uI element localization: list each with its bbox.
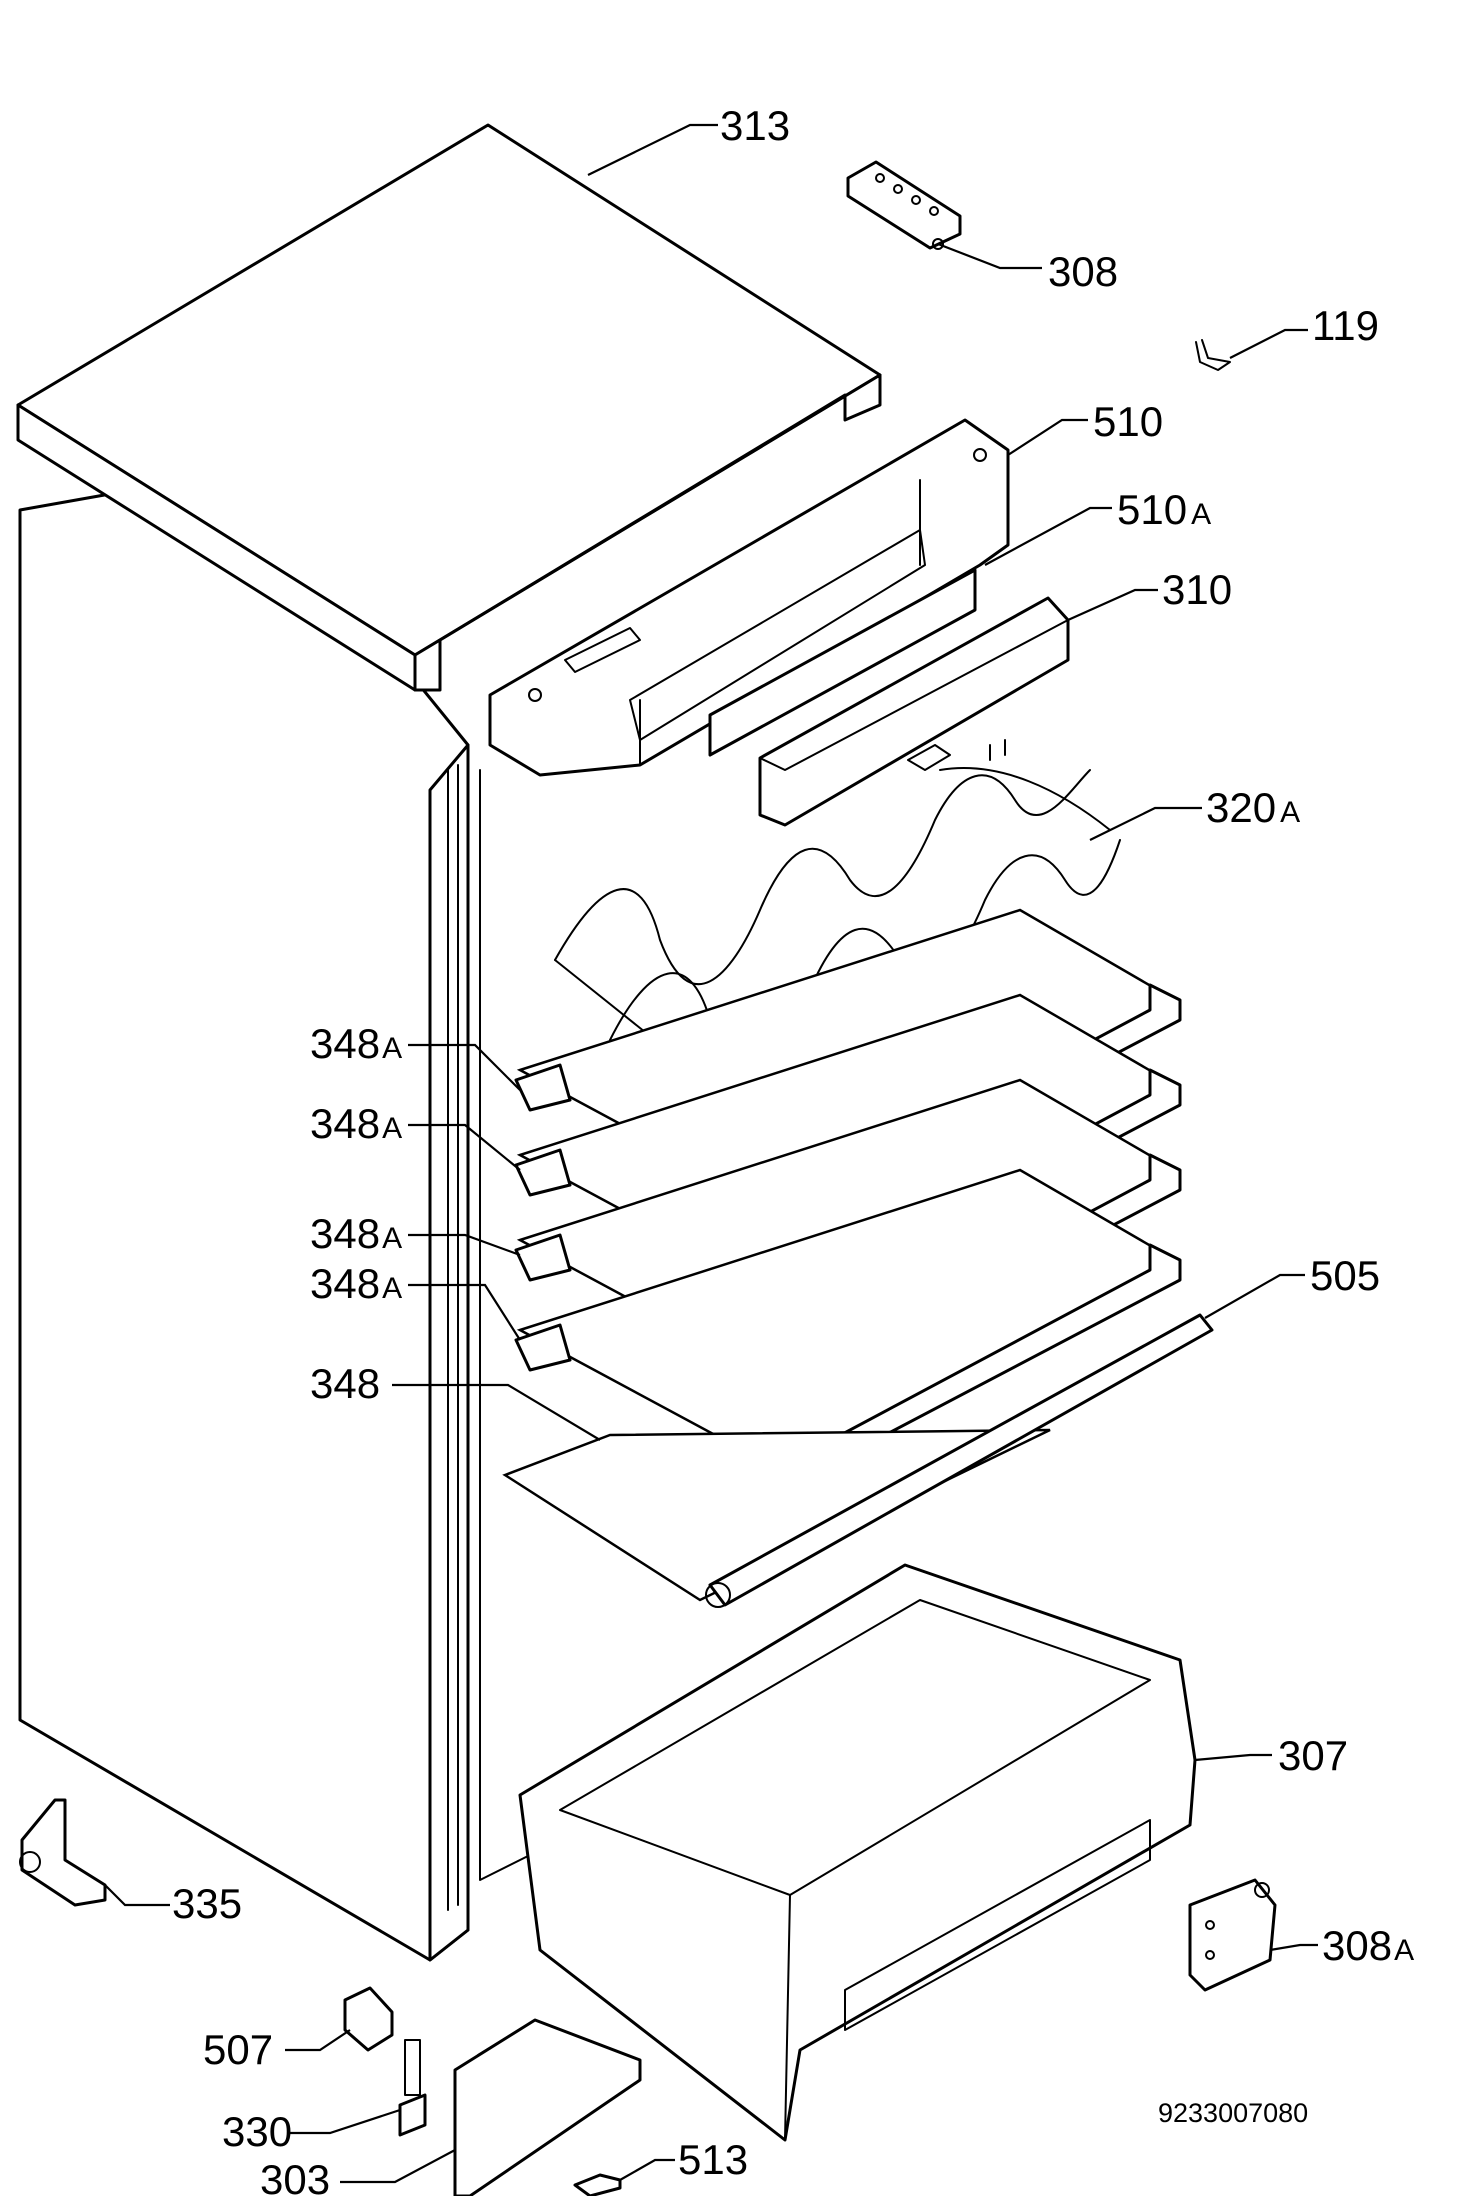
glass-shelf-348a-4 — [514, 1168, 1182, 1487]
callout-303: 303 — [260, 2156, 330, 2196]
callout-335: 335 — [172, 1880, 242, 1927]
clip-513 — [573, 2173, 622, 2196]
bracket-507 — [343, 1986, 394, 2052]
callout-348a-1: 348A — [310, 1020, 402, 1067]
callout-308: 308 — [1048, 248, 1118, 295]
callout-119: 119 — [1312, 302, 1379, 349]
callout-308a: 308A — [1322, 1922, 1414, 1969]
callout-513: 513 — [678, 2136, 748, 2183]
bottom-hinge-308a — [1188, 1878, 1277, 1992]
light-cover-510a — [708, 568, 977, 757]
callout-505: 505 — [1310, 1252, 1380, 1299]
shelf-trim-505 — [705, 1313, 1214, 1608]
lamp-cover-310 — [758, 596, 1070, 827]
screw-330 — [398, 2039, 427, 2137]
callout-348a-3: 348A — [310, 1210, 402, 1257]
callout-330: 330 — [222, 2108, 292, 2155]
callout-510: 510 — [1093, 398, 1163, 445]
foot-335 — [19, 1798, 107, 1907]
callout-348a-4: 348A — [310, 1260, 402, 1307]
cabinet-body — [18, 468, 531, 1962]
clip-119 — [1195, 339, 1231, 371]
callout-310: 310 — [1162, 566, 1232, 613]
callout-307: 307 — [1278, 1732, 1348, 1779]
kickplate-303 — [453, 2018, 642, 2196]
callout-348a-2: 348A — [310, 1100, 402, 1147]
callout-348: 348 — [310, 1360, 380, 1407]
top-hinge-308 — [846, 160, 962, 250]
callout-313: 313 — [720, 102, 790, 149]
document-number: 9233007080 — [1158, 2098, 1308, 2128]
callout-507: 507 — [203, 2026, 273, 2073]
leader-lines — [104, 123, 1318, 2184]
crisper-drawer-307 — [518, 1563, 1197, 2142]
control-panel-510 — [488, 418, 1010, 777]
top-cover-313 — [16, 123, 882, 692]
